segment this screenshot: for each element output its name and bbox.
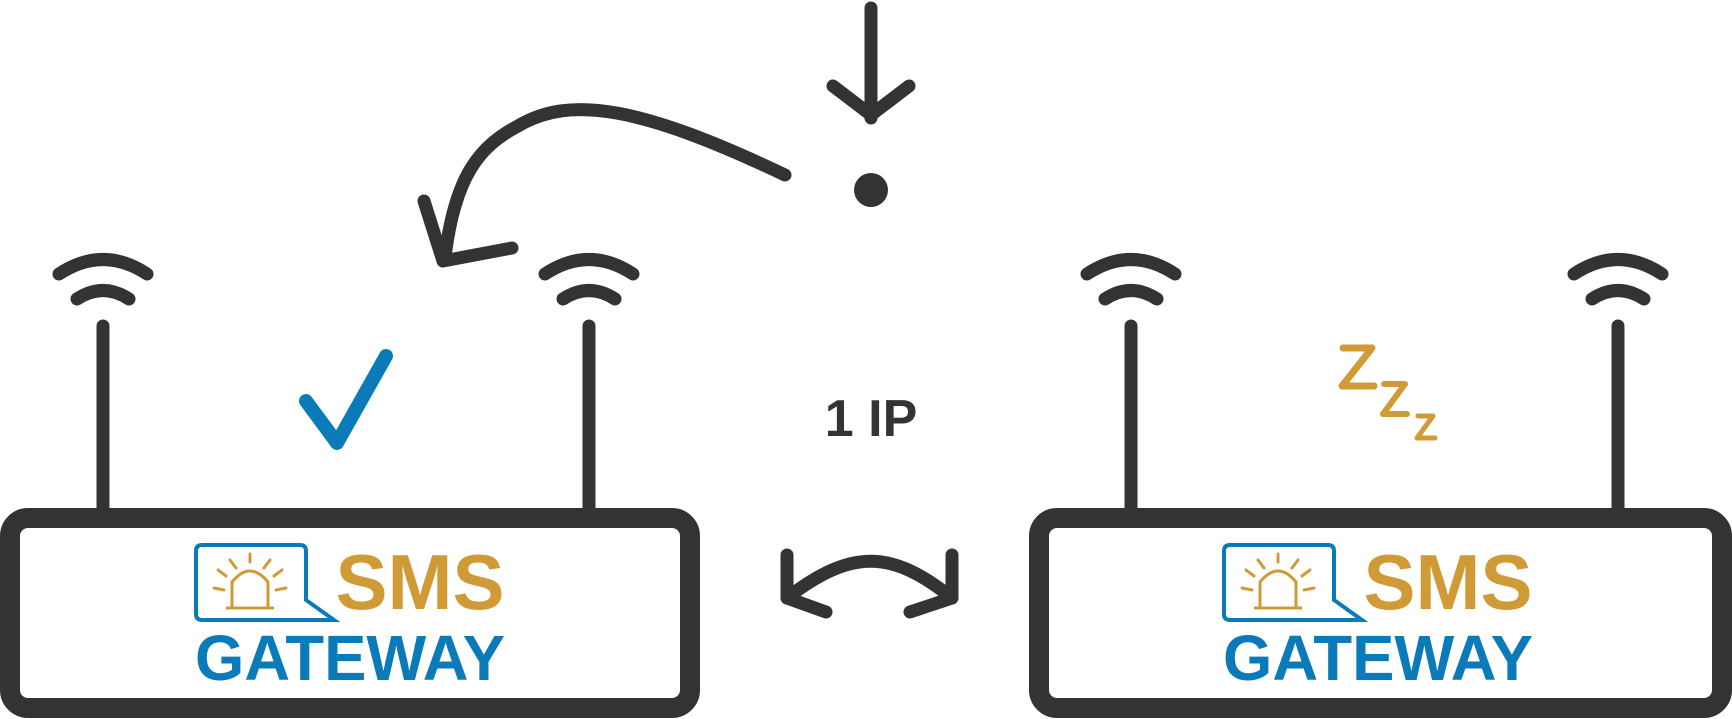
logo-gateway-text: GATEWAY (195, 622, 505, 694)
swap-arrows-icon (780, 548, 959, 619)
sleep-zzz-icon (1338, 344, 1438, 441)
logo-sms-text: SMS (335, 538, 504, 626)
sms-gateway-logo: SMS GATEWAY (1222, 538, 1533, 694)
checkmark-icon (299, 349, 393, 450)
dot-icon (854, 173, 888, 207)
gateway-primary: SMS GATEWAY (0, 253, 700, 718)
logo-gateway-text: GATEWAY (1223, 622, 1533, 694)
sms-gateway-logo: SMS GATEWAY (194, 538, 505, 694)
gateway-box (0, 508, 700, 718)
curved-arrow-icon (417, 103, 792, 268)
ip-label: 1 IP (825, 390, 918, 448)
gateway-standby: SMS GATEWAY (1029, 253, 1732, 718)
gateway-box (1029, 508, 1732, 718)
logo-sms-text: SMS (1363, 538, 1532, 626)
arrow-down-icon (826, 1, 916, 125)
wifi-signal-icon (52, 253, 154, 306)
wifi-signal-icon (538, 253, 640, 306)
wifi-signal-icon (1080, 253, 1182, 306)
wifi-signal-icon (1567, 253, 1669, 306)
alarm-beacon-icon (1222, 543, 1369, 622)
alarm-beacon-icon (194, 543, 341, 622)
